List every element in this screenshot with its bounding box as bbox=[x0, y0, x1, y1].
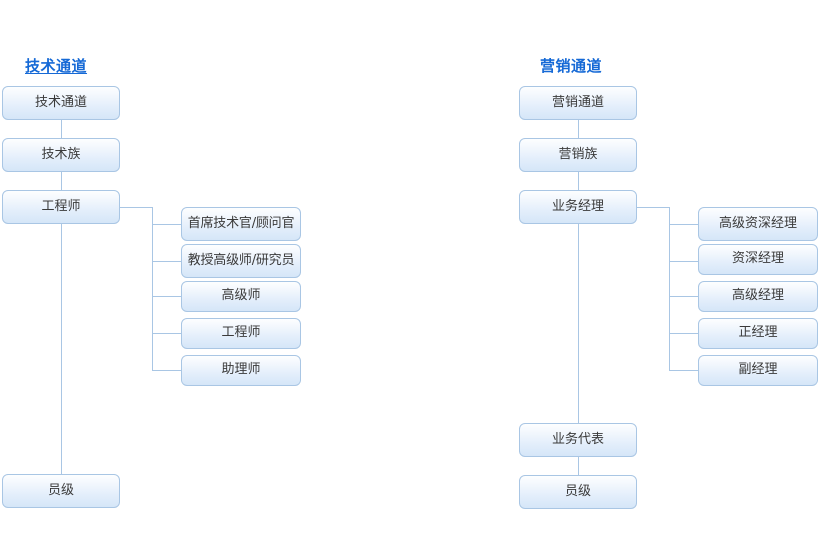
connector-right-spine-4 bbox=[578, 457, 579, 475]
connector-left-branch-item-4 bbox=[152, 333, 181, 334]
node-technical-spine-1[interactable]: 技术通道 bbox=[2, 86, 120, 120]
connector-left-branch-stub bbox=[120, 207, 152, 208]
connector-left-spine-1 bbox=[61, 120, 62, 138]
node-marketing-branch-3[interactable]: 高级经理 bbox=[698, 281, 818, 312]
node-marketing-spine-3[interactable]: 业务经理 bbox=[519, 190, 637, 224]
connector-right-branch-trunk bbox=[669, 207, 670, 370]
connector-right-branch-item-3 bbox=[669, 296, 698, 297]
node-technical-branch-4[interactable]: 工程师 bbox=[181, 318, 301, 349]
node-technical-branch-2[interactable]: 教授高级师/研究员 bbox=[181, 244, 301, 278]
connector-right-spine-3 bbox=[578, 224, 579, 423]
node-technical-branch-3[interactable]: 高级师 bbox=[181, 281, 301, 312]
node-marketing-spine-1[interactable]: 营销通道 bbox=[519, 86, 637, 120]
node-marketing-branch-4[interactable]: 正经理 bbox=[698, 318, 818, 349]
connector-right-branch-item-1 bbox=[669, 224, 698, 225]
node-technical-spine-4[interactable]: 员级 bbox=[2, 474, 120, 508]
connector-left-spine-3 bbox=[61, 224, 62, 474]
track-title-marketing: 营销通道 bbox=[540, 57, 603, 75]
node-marketing-branch-2[interactable]: 资深经理 bbox=[698, 244, 818, 275]
track-title-technical: 技术通道 bbox=[25, 57, 88, 75]
connector-left-spine-2 bbox=[61, 172, 62, 190]
connector-left-branch-trunk bbox=[152, 207, 153, 370]
node-marketing-spine-5[interactable]: 员级 bbox=[519, 475, 637, 509]
node-technical-branch-1[interactable]: 首席技术官/顾问官 bbox=[181, 207, 301, 241]
connector-right-spine-2 bbox=[578, 172, 579, 190]
connector-right-branch-item-2 bbox=[669, 261, 698, 262]
node-technical-spine-2[interactable]: 技术族 bbox=[2, 138, 120, 172]
node-marketing-branch-5[interactable]: 副经理 bbox=[698, 355, 818, 386]
connector-right-branch-item-4 bbox=[669, 333, 698, 334]
connector-right-branch-stub bbox=[637, 207, 669, 208]
node-marketing-spine-2[interactable]: 营销族 bbox=[519, 138, 637, 172]
connector-right-spine-1 bbox=[578, 120, 579, 138]
node-technical-spine-3[interactable]: 工程师 bbox=[2, 190, 120, 224]
connector-left-branch-item-5 bbox=[152, 370, 181, 371]
connector-left-branch-item-1 bbox=[152, 224, 181, 225]
connector-left-branch-item-2 bbox=[152, 261, 181, 262]
node-marketing-branch-1[interactable]: 高级资深经理 bbox=[698, 207, 818, 241]
connector-right-branch-item-5 bbox=[669, 370, 698, 371]
node-marketing-spine-4[interactable]: 业务代表 bbox=[519, 423, 637, 457]
connector-left-branch-item-3 bbox=[152, 296, 181, 297]
node-technical-branch-5[interactable]: 助理师 bbox=[181, 355, 301, 386]
